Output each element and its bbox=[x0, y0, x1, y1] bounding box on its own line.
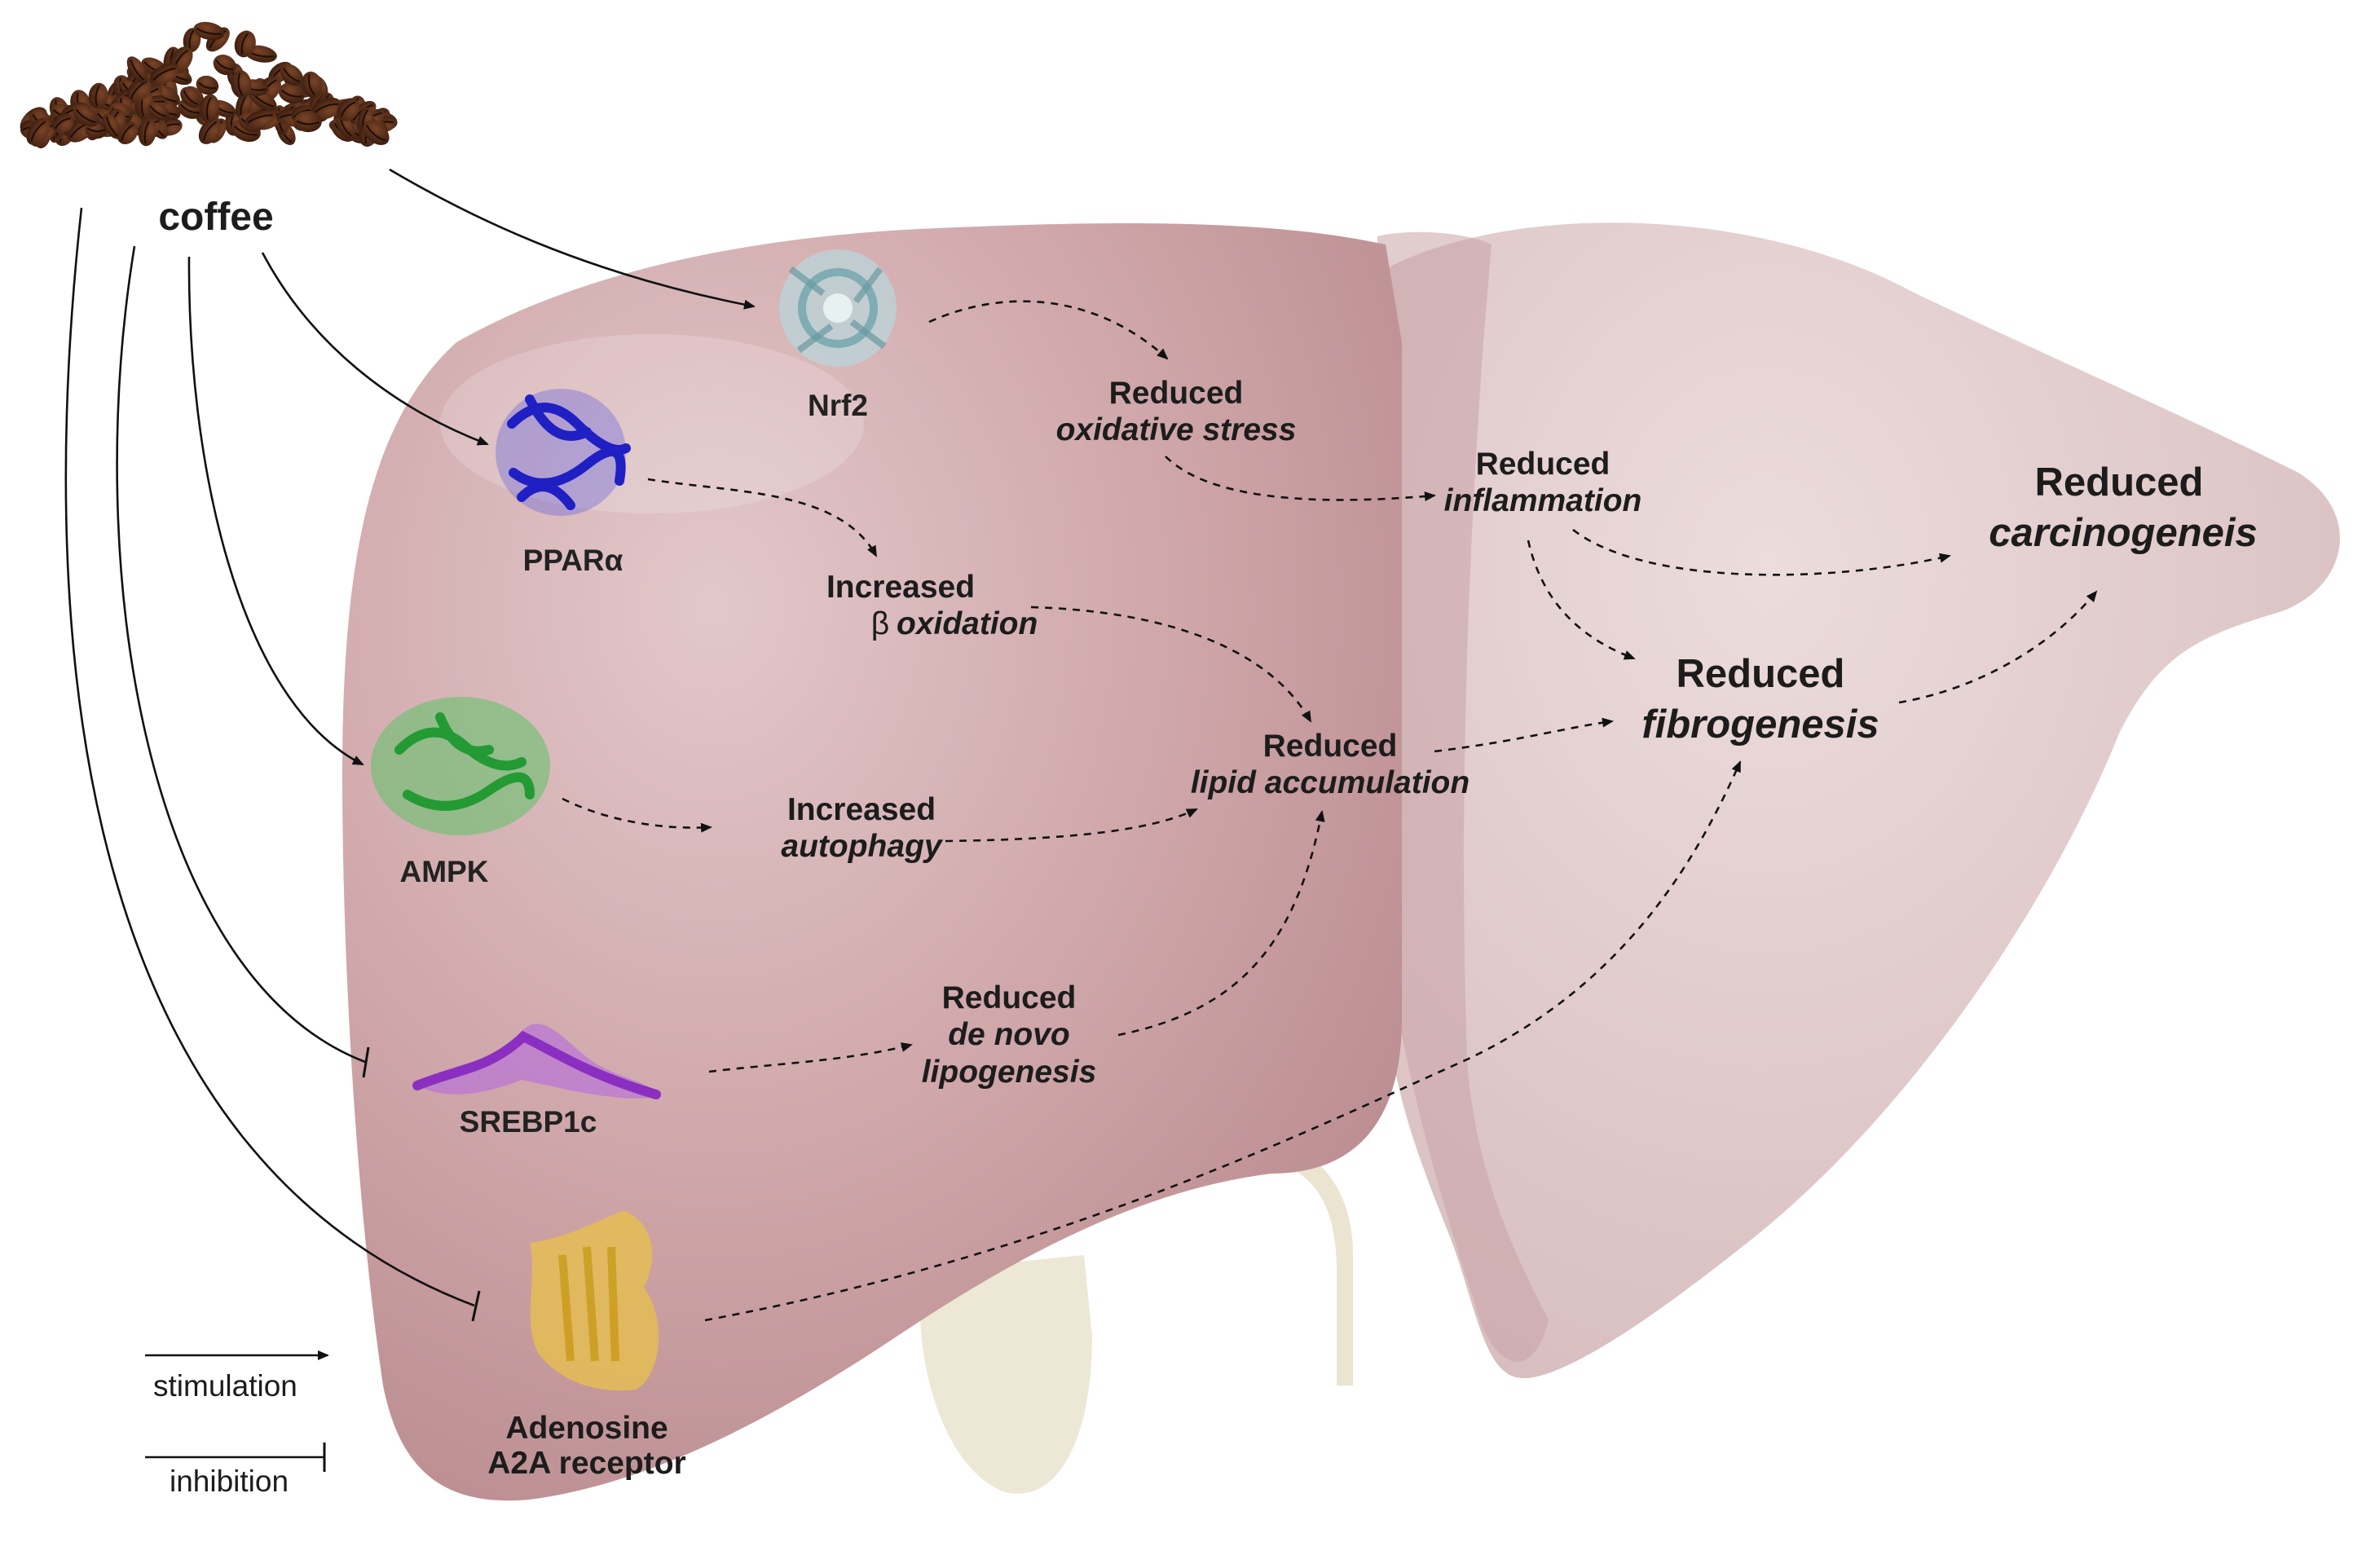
liver-illustration bbox=[342, 222, 2340, 1501]
gallbladder-vessel bbox=[1271, 1145, 1353, 1385]
arrow-a2a-fibrogenesis bbox=[704, 760, 1742, 1322]
coffee-bean bbox=[180, 86, 201, 108]
lipid-accumulation-line2: lipid accumulation bbox=[1191, 765, 1470, 800]
inhibit-coffee-srebp1c bbox=[116, 245, 366, 1064]
a2a-structure bbox=[530, 1210, 659, 1391]
downstream-arrows bbox=[562, 300, 2098, 1322]
arrow-autophagy-lipid bbox=[945, 808, 1198, 843]
inhibit-coffee-a2a bbox=[64, 207, 475, 1307]
coffee-bean bbox=[88, 82, 108, 109]
coffee-bean bbox=[138, 118, 156, 147]
stimulation-arrows bbox=[187, 168, 756, 766]
ampk-structure bbox=[371, 697, 550, 835]
inflammation-line1: Reduced bbox=[1476, 447, 1611, 482]
arrow-srebp1c-denovo bbox=[708, 1042, 913, 1073]
legend: stimulation inhibition bbox=[145, 1350, 329, 1498]
fibrogenesis-line1: Reduced bbox=[1677, 652, 1845, 696]
arrow-oxidative-inflammation bbox=[1165, 456, 1436, 502]
coffee-bean bbox=[51, 113, 74, 134]
arrow-coffee-nrf2 bbox=[389, 168, 756, 310]
gallbladder bbox=[919, 1255, 1092, 1494]
oxidative-stress-line1: Reduced bbox=[1109, 376, 1244, 411]
coffee-label: coffee bbox=[158, 196, 273, 239]
autophagy-line1: Increased bbox=[787, 792, 936, 827]
coffee-bean bbox=[147, 102, 170, 121]
liver-highlight bbox=[440, 334, 864, 513]
coffee-bean bbox=[103, 113, 122, 139]
arrow-lipid-fibrogenesis bbox=[1434, 717, 1614, 753]
coffee-bean bbox=[126, 56, 148, 83]
coffee-bean bbox=[363, 121, 390, 145]
inhibit-bar-a2a bbox=[471, 1290, 481, 1322]
a2a-label-line1: Adenosine bbox=[505, 1411, 668, 1446]
carcinogenesis-line2: carcinogeneis bbox=[1989, 511, 2258, 555]
arrow-inflammation-carcinogenesis bbox=[1572, 528, 1951, 576]
coffee-bean bbox=[149, 63, 179, 86]
legend-stimulation-label: stimulation bbox=[153, 1369, 297, 1403]
coffee-bean bbox=[245, 109, 276, 128]
coffee-bean bbox=[280, 64, 304, 86]
autophagy-line2: autophagy bbox=[781, 829, 943, 864]
arrow-nrf2-oxidative bbox=[928, 300, 1169, 360]
coffee-bean bbox=[198, 118, 222, 144]
oxidative-stress-line2: oxidative stress bbox=[1056, 412, 1297, 447]
arrow-inflammation-fibrogenesis bbox=[1527, 540, 1636, 660]
arrow-denovo-lipid bbox=[1117, 810, 1325, 1037]
coffee-bean bbox=[293, 111, 322, 133]
coffee-bean bbox=[302, 71, 323, 99]
arrow-beta-lipid bbox=[1030, 606, 1312, 723]
srebp1c-label: SREBP1c bbox=[460, 1105, 597, 1139]
coffee-bean bbox=[278, 82, 306, 104]
coffee-bean bbox=[73, 104, 99, 127]
de-novo-line1: Reduced bbox=[942, 980, 1077, 1015]
coffee-bean bbox=[213, 55, 236, 76]
inflammation-line2: inflammation bbox=[1444, 483, 1642, 518]
arrow-coffee-ampk bbox=[187, 256, 364, 766]
a2a-label-line2: A2A receptor bbox=[487, 1446, 685, 1481]
beta-oxidation-line2: β bbox=[871, 606, 889, 641]
srebp1c-structure bbox=[412, 1024, 661, 1099]
carcinogenesis-line1: Reduced bbox=[2035, 460, 2204, 504]
arrow-ampk-autophagy bbox=[562, 797, 712, 833]
coffee-bean bbox=[193, 21, 225, 41]
coffee-bean bbox=[231, 70, 252, 99]
lipid-accumulation-line1: Reduced bbox=[1263, 729, 1398, 764]
nrf2-label: Nrf2 bbox=[808, 389, 868, 422]
coffee-bean bbox=[311, 97, 342, 120]
ppara-structure bbox=[496, 389, 631, 516]
ampk-label: AMPK bbox=[400, 855, 489, 888]
ppara-label: PPARα bbox=[523, 544, 623, 577]
nrf2-structure bbox=[779, 249, 897, 367]
beta-oxidation-line1: Increased bbox=[826, 570, 975, 605]
beta-oxidation-line2-word: oxidation bbox=[897, 606, 1038, 641]
coffee-bean bbox=[200, 94, 219, 123]
coffee-bean bbox=[234, 30, 256, 58]
liver-lobe-left bbox=[342, 223, 1402, 1501]
de-novo-line3: lipogenesis bbox=[922, 1055, 1097, 1090]
coffee-bean bbox=[337, 98, 360, 121]
inhibit-bar-srebp1c bbox=[362, 1046, 370, 1078]
inhibition-arrows bbox=[64, 207, 481, 1322]
arrow-coffee-ppara bbox=[261, 252, 489, 446]
liver-lobe-right bbox=[1386, 222, 2340, 1379]
legend-inhibition-label: inhibition bbox=[170, 1464, 289, 1498]
coffee-bean bbox=[196, 75, 219, 95]
arrow-fibrogenesis-carcinogenesis bbox=[1898, 590, 2098, 704]
de-novo-line2: de novo bbox=[948, 1017, 1070, 1052]
coffee-bean bbox=[26, 117, 51, 146]
arrow-ppara-beta bbox=[647, 478, 878, 557]
coffee-beans-image bbox=[20, 21, 398, 149]
beta-symbol: β bbox=[871, 606, 889, 641]
liver-ligament bbox=[1377, 231, 1549, 1362]
fibrogenesis-line2: fibrogenesis bbox=[1641, 703, 1879, 747]
